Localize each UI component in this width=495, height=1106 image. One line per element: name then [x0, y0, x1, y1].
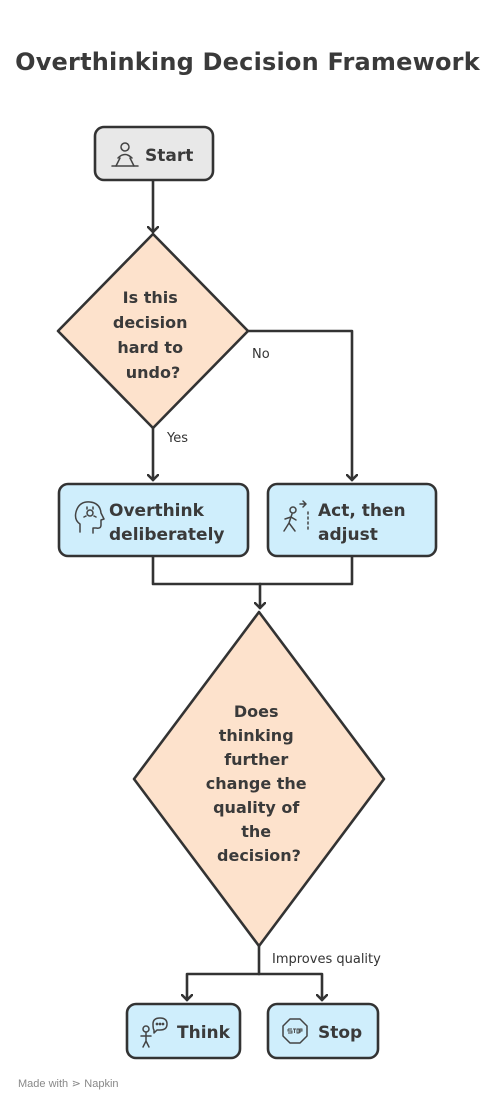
start-label: Start — [145, 146, 193, 166]
decision2-line: further — [224, 750, 288, 769]
decision2-line: thinking — [219, 726, 294, 745]
overthink-node: Overthink deliberately — [57, 482, 250, 558]
edge-label-no: No — [252, 347, 270, 362]
decision2-label: Does thinking further change the quality… — [206, 702, 312, 865]
stop-node: Stop — [266, 1002, 380, 1060]
overthink-line: Overthink — [109, 501, 205, 521]
thinking-person-icon — [140, 1017, 168, 1048]
act-line: adjust — [318, 525, 378, 545]
edge-label-yes: Yes — [166, 431, 188, 446]
decision1-label: Is this decision hard to undo? — [113, 288, 193, 382]
footer-made-with: Made with — [18, 1078, 69, 1090]
stop-label: Stop — [318, 1023, 362, 1043]
decision1-line: Is this — [123, 288, 178, 307]
edge-overthink-merge — [151, 554, 262, 586]
footer-attribution: Made with ⋗ Napkin — [18, 1077, 119, 1090]
decision2-line: change the — [206, 774, 307, 793]
edge-decision2-branch — [187, 944, 261, 1002]
think-label: Think — [177, 1023, 231, 1043]
act-node: Act, then adjust — [266, 482, 438, 558]
edge-decision2-stop — [257, 972, 322, 1002]
footer-brand: Napkin — [84, 1078, 119, 1090]
edge-label-improves-quality: Improves quality — [272, 952, 381, 967]
act-line: Act, then — [318, 501, 406, 521]
person-on-pedestal-icon — [111, 142, 139, 167]
act-label: Act, then adjust — [318, 501, 412, 545]
brain-head-icon — [74, 501, 105, 534]
person-walking-icon — [283, 500, 309, 532]
decision-hard-to-undo: Is this decision hard to undo? — [56, 232, 250, 430]
decision1-line: decision — [113, 313, 188, 332]
decision2-line: the — [241, 822, 271, 841]
overthink-line: deliberately — [109, 525, 224, 545]
start-node: Start — [93, 125, 215, 182]
think-node: Think — [125, 1002, 242, 1060]
decision2-line: decision? — [217, 846, 301, 865]
decision2-line: quality of — [213, 798, 300, 817]
edge-decision1-no — [246, 329, 352, 482]
napkin-logo-icon: ⋗ — [71, 1078, 81, 1090]
decision1-line: hard to — [117, 338, 183, 357]
diagram-title: Overthinking Decision Framework — [15, 48, 480, 76]
decision-thinking-changes-quality: Does thinking further change the quality… — [132, 610, 386, 948]
decision1-line: undo? — [126, 363, 181, 382]
overthink-label: Overthink deliberately — [109, 501, 224, 545]
edge-act-merge — [258, 554, 354, 586]
decision2-line: Does — [234, 702, 279, 721]
stop-sign-icon — [282, 1018, 308, 1044]
